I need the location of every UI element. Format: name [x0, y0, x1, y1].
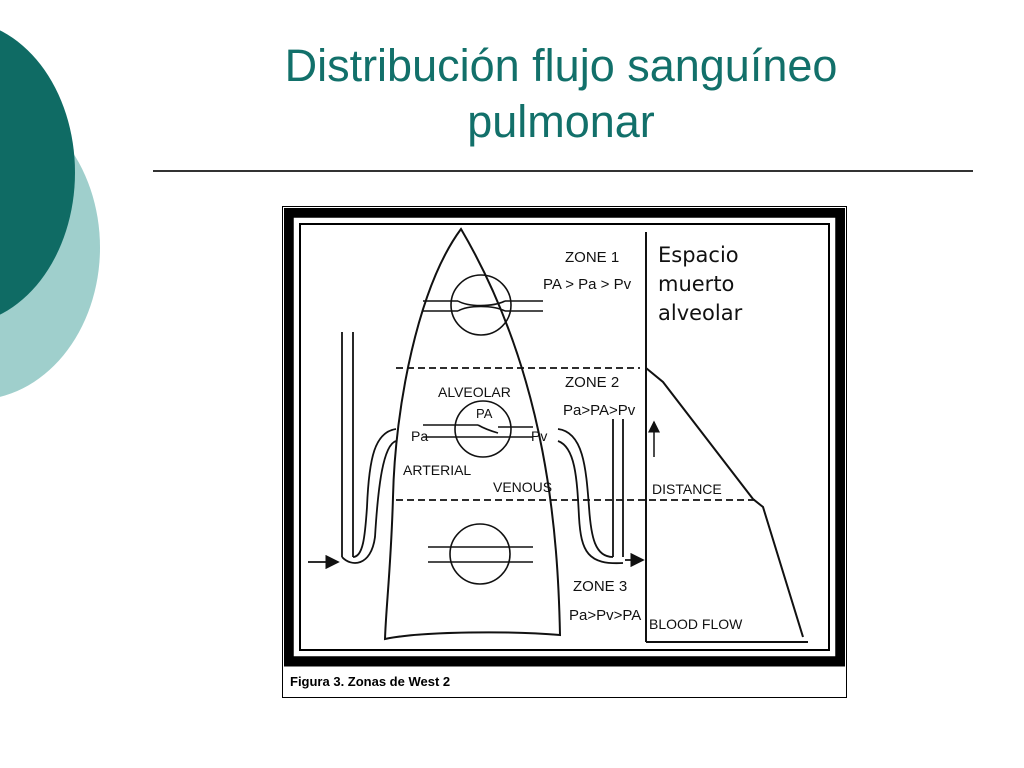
blood-flow-graph [645, 232, 808, 643]
west-zones-figure: ZONE 1 PA > Pa > Pv ZONE 2 Pa>PA>Pv ZONE… [282, 206, 847, 698]
slide-title: Distribución flujo sanguíneo pulmonar [150, 38, 972, 150]
arterial-manometer [308, 332, 397, 570]
annotation-line-1: Espacio [658, 243, 739, 267]
distance-label: DISTANCE [652, 481, 722, 497]
zone-2-relation: Pa>PA>Pv [563, 402, 636, 419]
arterial-pressure-label: Pa [411, 428, 428, 444]
alveolus-zone-1 [423, 274, 543, 336]
annotation-line-2: muerto [658, 272, 734, 296]
title-divider [153, 170, 973, 172]
alveolar-pressure-label: PA [476, 406, 493, 421]
zone-1-label: ZONE 1 [565, 249, 619, 266]
zone-3-label: ZONE 3 [573, 578, 627, 595]
blood-flow-label: BLOOD FLOW [649, 616, 743, 632]
alveolus-zone-3 [428, 523, 533, 585]
venous-manometer [557, 419, 645, 568]
zone-3-relation: Pa>Pv>PA [569, 607, 641, 624]
annotation-line-3: alveolar [658, 301, 743, 325]
lung-outline [383, 227, 562, 641]
west-zones-diagram: ZONE 1 PA > Pa > Pv ZONE 2 Pa>PA>Pv ZONE… [284, 208, 845, 667]
zone-2-label: ZONE 2 [565, 374, 619, 391]
title-line-1: Distribución flujo sanguíneo [284, 40, 838, 91]
decorative-circles [0, 0, 120, 420]
venous-pressure-label: Pv [531, 428, 547, 444]
venous-label: VENOUS [493, 479, 552, 495]
title-line-2: pulmonar [467, 96, 655, 147]
figure-caption: Figura 3. Zonas de West 2 [290, 674, 451, 689]
arterial-label: ARTERIAL [403, 462, 471, 478]
alveolar-label: ALVEOLAR [438, 384, 511, 400]
zone-1-relation: PA > Pa > Pv [543, 276, 632, 293]
alveolus-zone-2 [423, 400, 533, 458]
